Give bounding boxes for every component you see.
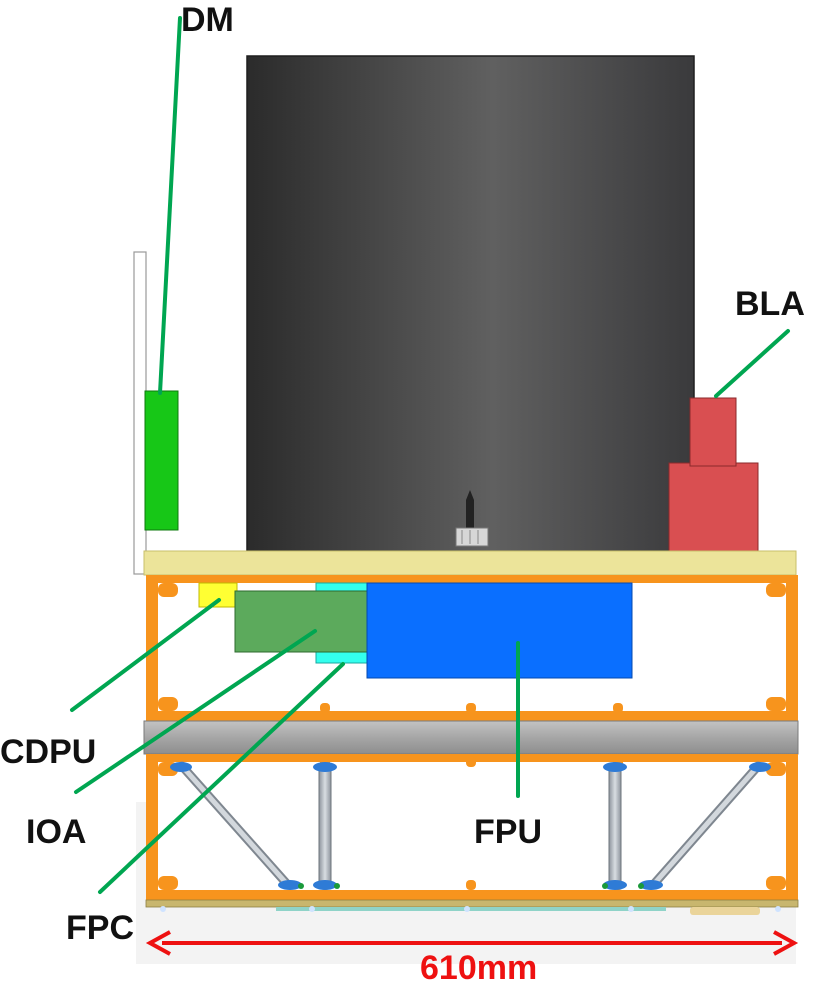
cdpu-label: CDPU — [0, 733, 96, 771]
ioa-label: IOA — [26, 813, 86, 851]
ioa-leader-line — [74, 629, 317, 794]
mid-plate — [143, 720, 799, 755]
double-headed-arrow-icon — [145, 930, 799, 956]
ioa-unit — [234, 590, 370, 653]
dimension-label: 610mm — [420, 949, 537, 986]
fpc-leader-line — [98, 662, 345, 894]
dm-mounting-panel — [133, 251, 147, 575]
fpc-label: FPC — [66, 909, 134, 947]
lower-frame — [146, 754, 798, 900]
camera-body — [246, 55, 695, 553]
dm-leader-line — [158, 16, 182, 395]
fpu-unit — [366, 582, 633, 679]
cdpu-leader-line — [70, 598, 221, 712]
bla-label: BLA — [735, 285, 805, 323]
dm-label: DM — [181, 1, 234, 39]
camera-connector — [455, 490, 489, 547]
support-struts — [177, 761, 763, 889]
base-plate — [145, 899, 799, 915]
strut-mount-joints — [170, 762, 771, 890]
fpu-label: FPU — [474, 813, 542, 851]
bla-unit — [668, 397, 759, 554]
bla-leader-line — [714, 329, 790, 398]
dm-unit — [144, 390, 179, 531]
leader-lines — [70, 16, 790, 894]
top-plate — [143, 550, 797, 576]
cdpu-unit — [198, 582, 238, 608]
